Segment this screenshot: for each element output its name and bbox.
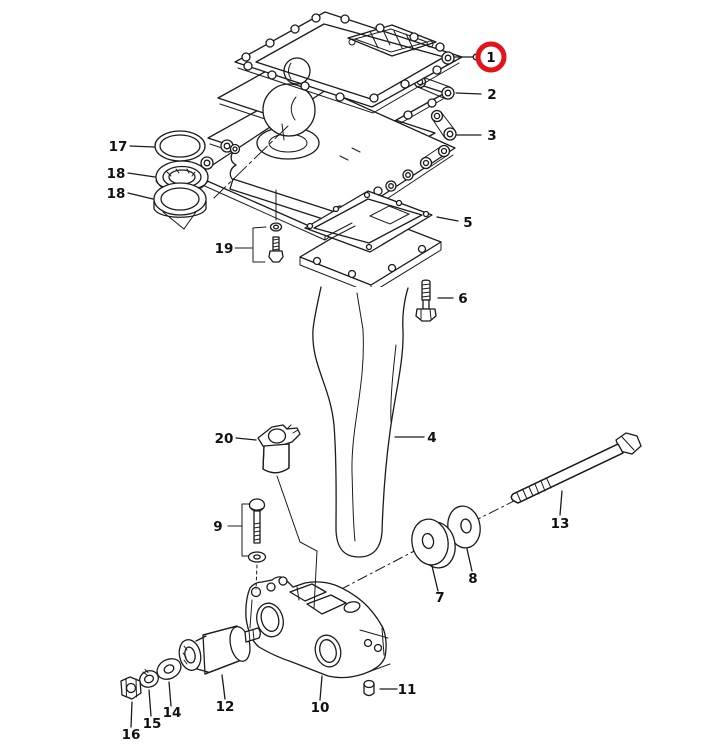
callout-6[interactable]: 6	[437, 291, 468, 307]
part-driveshaft-housing-4	[299, 214, 442, 558]
callout-label-8[interactable]: 8	[468, 571, 477, 587]
callout-label-20[interactable]: 20	[215, 431, 234, 447]
part-bolt-9	[227, 498, 267, 590]
part-rubber-mount-12	[178, 625, 261, 675]
callout-label-10[interactable]: 10	[311, 700, 330, 716]
callout-13[interactable]: 13	[551, 490, 570, 532]
part-ring-18b	[153, 182, 207, 218]
callout-2[interactable]: 2	[455, 87, 497, 103]
part-damper-20	[257, 424, 318, 609]
centerline-20	[276, 475, 318, 609]
callout-label-1[interactable]: 1	[486, 50, 495, 66]
part-mount-bracket-10	[245, 576, 391, 679]
callout-3[interactable]: 3	[456, 128, 497, 144]
callout-label-4[interactable]: 4	[427, 430, 436, 446]
part-fastener-19	[234, 222, 284, 263]
callout-label-16[interactable]: 16	[122, 727, 141, 743]
callout-label-15[interactable]: 15	[143, 716, 162, 732]
callout-label-6[interactable]: 6	[458, 291, 467, 307]
part-bolt-6	[415, 279, 437, 322]
callout-label-5[interactable]: 5	[463, 215, 472, 231]
callout-20[interactable]: 20	[215, 431, 257, 447]
callout-18a[interactable]: 18	[107, 166, 156, 182]
callout-label-17[interactable]: 17	[109, 139, 128, 155]
part-nut-16	[120, 676, 142, 700]
plate-3-bolt-boss	[430, 109, 457, 141]
part-washer-7	[411, 518, 456, 569]
callout-8[interactable]: 8	[466, 548, 478, 587]
callout-label-11[interactable]: 11	[398, 682, 417, 698]
plate-1-rim-holes	[241, 13, 445, 103]
callout-4[interactable]: 4	[394, 430, 437, 446]
part-bolt-13	[510, 432, 642, 504]
pan-plate-bolt-boss	[385, 144, 451, 192]
callout-14[interactable]: 14	[163, 681, 182, 721]
callout-19[interactable]: 19	[215, 241, 234, 257]
callout-16[interactable]: 16	[122, 701, 141, 743]
part-lock-washer-15	[139, 669, 159, 688]
callout-1[interactable]: 1	[454, 41, 507, 73]
callout-10[interactable]: 10	[311, 675, 330, 716]
callout-12[interactable]: 12	[216, 674, 235, 715]
callout-label-18b[interactable]: 18	[107, 186, 126, 202]
callout-label-14[interactable]: 14	[163, 705, 182, 721]
callout-11[interactable]: 11	[379, 682, 417, 698]
callout-label-2[interactable]: 2	[487, 87, 496, 103]
part-plate-1	[234, 11, 463, 114]
callout-label-3[interactable]: 3	[487, 128, 496, 144]
callout-5[interactable]: 5	[436, 215, 473, 231]
part-ring-17	[154, 130, 206, 162]
callout-label-9[interactable]: 9	[213, 519, 222, 535]
callout-9[interactable]: 9	[213, 519, 222, 535]
callout-label-12[interactable]: 12	[216, 699, 235, 715]
callout-label-19[interactable]: 19	[215, 241, 234, 257]
callout-18b[interactable]: 18	[107, 186, 154, 202]
callout-label-18a[interactable]: 18	[107, 166, 126, 182]
callout-7[interactable]: 7	[431, 565, 445, 606]
part-plug-11	[363, 679, 375, 697]
part-gasket-5	[304, 190, 433, 253]
callout-label-7[interactable]: 7	[435, 590, 444, 606]
part-washer-14	[156, 658, 182, 680]
callout-17[interactable]: 17	[109, 139, 155, 155]
callout-15[interactable]: 15	[143, 689, 162, 732]
callout-label-13[interactable]: 13	[551, 516, 570, 532]
highlight-ring	[475, 41, 507, 73]
